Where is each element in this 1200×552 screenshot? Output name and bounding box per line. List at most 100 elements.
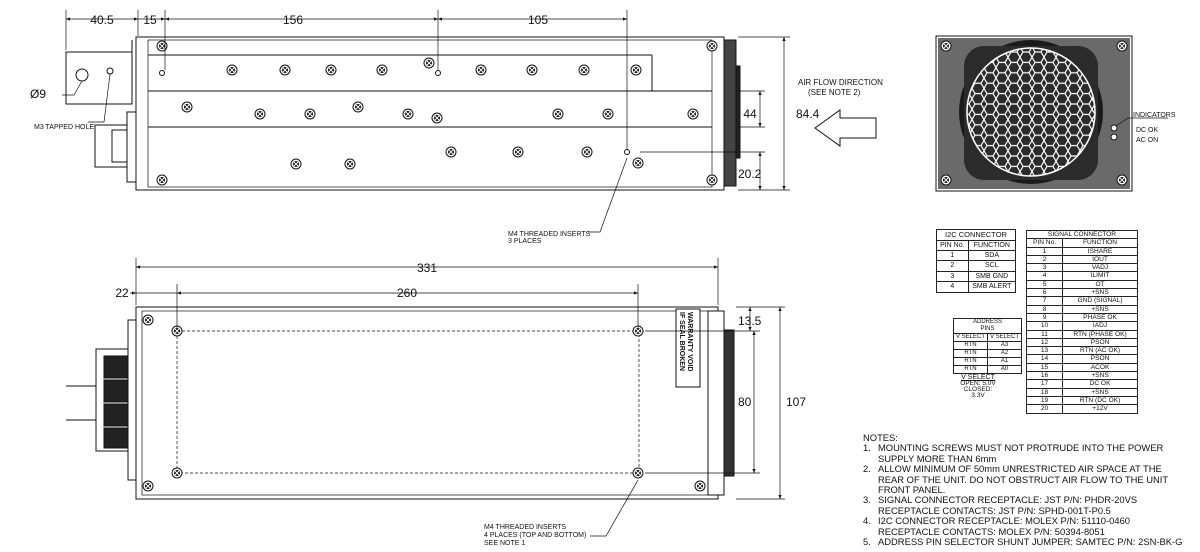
bottom-view [66,306,735,500]
i2c-function: SMB GND [967,270,1017,283]
address-col-2: V SELECT [987,333,1023,342]
top-view-screws [156,40,718,186]
note-number: 3. [863,494,871,506]
note-line: SIGNAL CONNECTOR RECEPTACLE: JST P/N: PH… [878,494,1138,506]
signal-function: VADJ [1062,263,1138,273]
note-item: 3. SIGNAL CONNECTOR RECEPTACLE: JST P/N: … [863,495,1199,516]
signal-function: DC OK [1062,379,1138,389]
signal-pin: 17 [1025,379,1064,389]
signal-pin: 13 [1025,346,1064,356]
note-number: 4. [863,515,871,527]
signal-pin: 11 [1025,329,1064,339]
signal-row: 16+SNS [1025,371,1138,381]
signal-function: IOUT [1062,254,1138,265]
address-pin: RTN [952,357,989,366]
m4-top-label: M4 THREADED INSERTS [508,231,591,238]
notes-list: 1. MOUNTING SCREWS MUST NOT PROTRUDE INTO… [863,442,1199,548]
note-line: I2C CONNECTOR RECEPTACLE: MOLEX P/N: 511… [878,515,1130,527]
ac-on-label: AC ON [1136,137,1158,144]
notes-block: NOTES: 1. MOUNTING SCREWS MUST NOT PROTRU… [863,432,1199,548]
address-pin: RTN [952,365,989,374]
signal-row: 20+12V [1025,404,1138,414]
signal-row: 18+SNS [1025,387,1138,397]
dim-331: 331 [417,261,437,275]
notes-title: NOTES: [863,432,898,443]
signal-pin: 8 [1025,304,1064,314]
dim-107: 107 [786,395,806,409]
signal-pin: 7 [1025,296,1064,306]
signal-col-pin: PIN No. [1025,238,1064,248]
signal-function: RTN (PHASE OK) [1062,329,1138,339]
note-number: 1. [863,442,871,454]
note-line: MOUNTING SCREWS MUST NOT PROTRUDE INTO T… [878,442,1164,454]
note-text: I2C CONNECTOR RECEPTACLE: MOLEX P/N: 511… [878,515,1199,537]
i2c-pin: 2 [936,260,969,272]
i2c-function: SDA [967,249,1017,262]
ac-on-led [1110,133,1118,141]
dim-44: 44 [743,107,757,121]
note-line: SUPPLY MORE THAN 6mm [878,452,997,464]
dim-84-4: 84.4 [796,107,820,121]
signal-function: ILIMIT [1062,271,1138,281]
note-item: 1. MOUNTING SCREWS MUST NOT PROTRUDE INTO… [863,442,1199,464]
note-number: 5. [863,536,871,548]
signal-function: +SNS [1062,387,1138,397]
signal-row: 6+SNS [1025,288,1138,298]
address-pin: RTN [952,349,989,358]
signal-function: IADJ [1062,321,1138,331]
note-number: 2. [863,463,871,475]
signal-pin: 10 [1025,321,1064,331]
note-line: ADDRESS PIN SELECTOR SHUNT JUMPER: SAMTE… [878,536,1183,548]
signal-table-title: SIGNAL CONNECTOR [1026,229,1138,240]
i2c-col-pin: PIN No. [936,239,969,251]
note-text: SIGNAL CONNECTOR RECEPTACLE: JST P/N: PH… [878,495,1199,516]
dc-ok-led [1110,124,1118,132]
address-pin: RTN [952,341,989,350]
signal-pin: 6 [1025,288,1064,298]
psu-body-bottom [135,306,719,500]
dim-13-5: 13.5 [738,314,762,328]
warranty-label-2: IF SEAL BROKEN [678,312,685,371]
signal-pin: 4 [1025,271,1064,281]
signal-pin: 3 [1025,263,1064,273]
note-line: RECEPTACLE CONTACTS: MOLEX P/N: 50394-80… [878,525,1105,537]
signal-pin: 2 [1025,254,1064,265]
signal-function: ACOK [1062,362,1138,373]
mounting-bracket [65,51,133,105]
signal-pin: 20 [1025,404,1064,414]
top-view [65,36,741,191]
signal-pin: 18 [1025,387,1064,397]
bottom-view-screws [142,314,706,492]
note-text: MOUNTING SCREWS MUST NOT PROTRUDE INTO T… [878,442,1199,464]
address-function: A0 [987,365,1023,374]
vselect-title: V SELECT [961,374,995,381]
airflow-arrow-icon [814,109,877,147]
connector-side [94,124,128,168]
note-item: 4. I2C CONNECTOR RECEPTACLE: MOLEX P/N: 5… [863,515,1199,537]
i2c-pin: 1 [936,249,969,262]
m3-hole-label: M3 TAPPED HOLE [34,124,94,131]
signal-pin: 15 [1025,362,1064,373]
warranty-label: WARRANTY VOID [686,312,693,371]
